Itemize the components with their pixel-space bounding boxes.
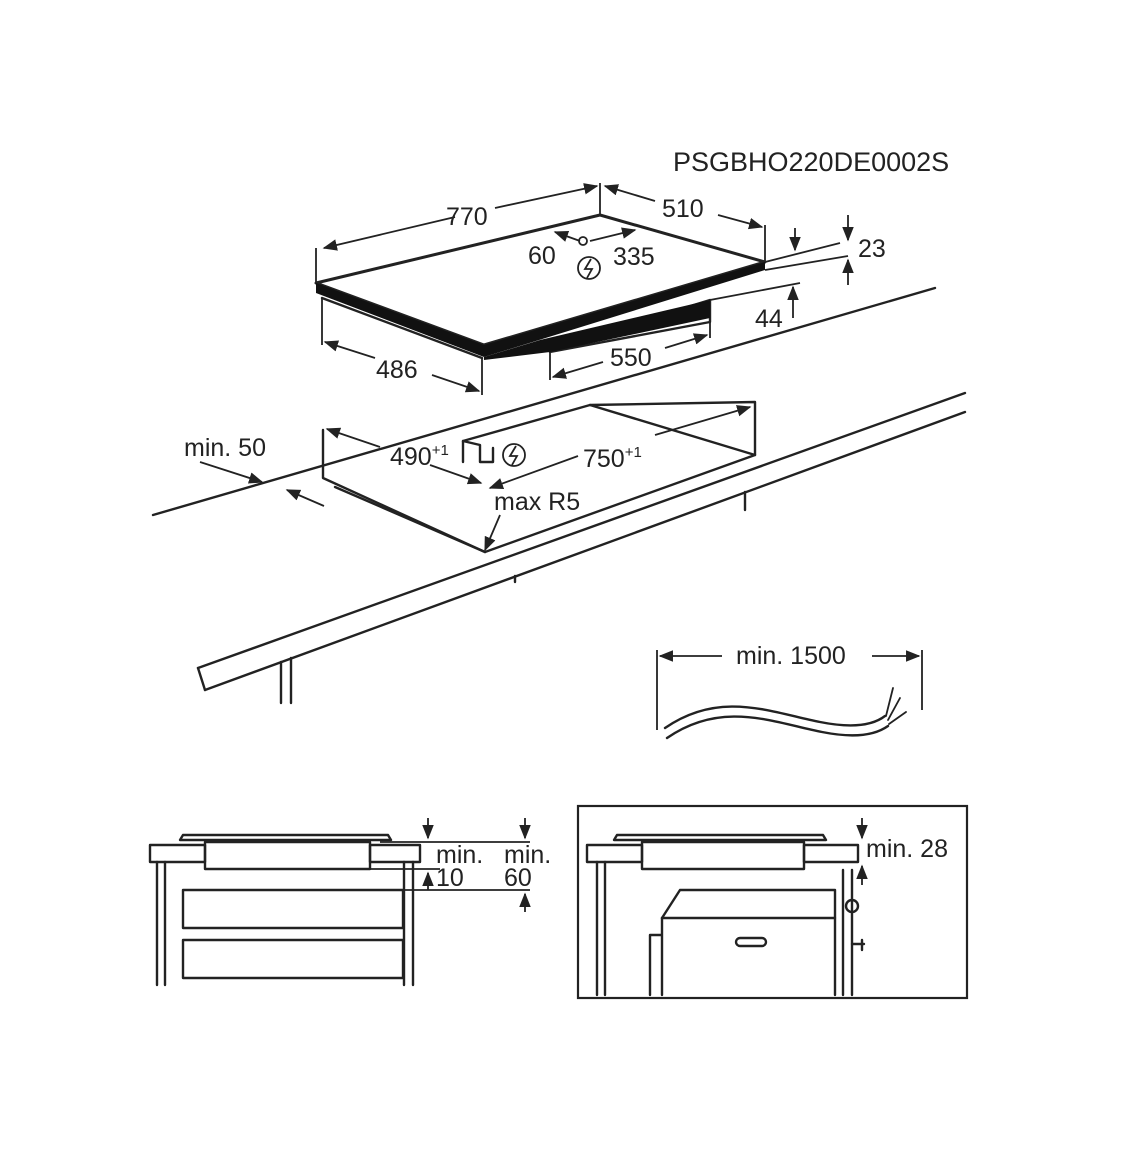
- dim-cutout-width: 750+1: [583, 444, 642, 473]
- hob-dimension-lines: [315, 183, 854, 395]
- drawer-clearance-lines: [370, 818, 531, 912]
- dim-box-depth: 486: [376, 356, 418, 384]
- dim-cable-length: min. 1500: [736, 642, 846, 670]
- dim-cable-position: 335: [613, 243, 655, 271]
- electric-connection-icon: [577, 256, 601, 280]
- clearance-oven: min. 28: [866, 835, 948, 863]
- dim-corner-radius: max R5: [494, 488, 580, 516]
- clearance-value-b: 60: [504, 864, 532, 892]
- dim-cutout-depth: 490+1: [390, 442, 449, 471]
- electric-connection-icon: [502, 443, 526, 467]
- drawing-code: PSGBHO220DE0002S: [673, 147, 949, 177]
- oven-cabinet-view: [576, 804, 969, 1000]
- power-cable: [656, 650, 923, 740]
- dim-glass-thickness: 23: [858, 235, 886, 263]
- clearance-label-b: min.: [504, 841, 551, 869]
- dim-box-width: 550: [610, 344, 652, 372]
- dim-hob-depth: 510: [662, 195, 704, 223]
- drawer-cabinet-view: [148, 833, 422, 987]
- clearance-label-a: min.: [436, 841, 483, 869]
- clearance-value-a: 10: [436, 864, 464, 892]
- dim-box-height: 44: [755, 305, 783, 333]
- dim-cable-offset: 60: [528, 242, 556, 270]
- dim-hob-width: 770: [446, 203, 488, 231]
- cutout-dimension-lines: [199, 405, 752, 552]
- dim-min-edge: min. 50: [184, 434, 266, 462]
- worktop: [151, 286, 967, 705]
